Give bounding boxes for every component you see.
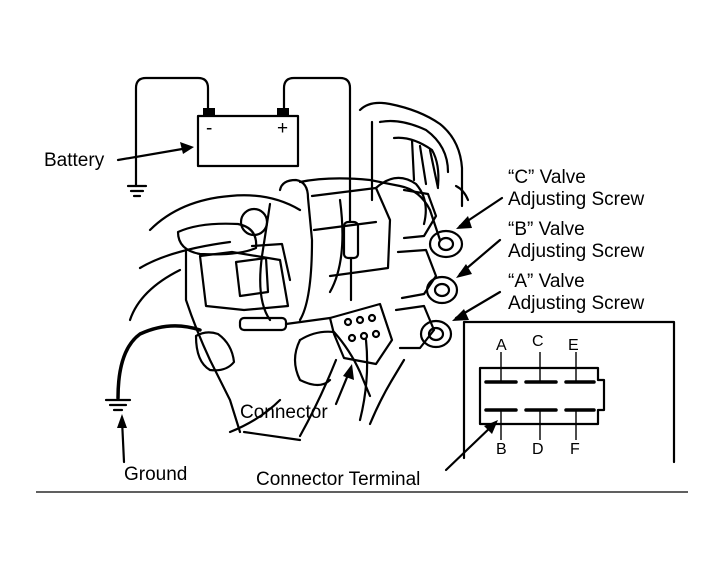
c-valve-label-line1: “C” Valve: [508, 167, 586, 188]
callout-arrows: [116, 142, 504, 472]
terminal-label-c: C: [532, 333, 544, 350]
terminal-label-b: B: [496, 441, 507, 458]
battery: [196, 108, 300, 168]
engine-illustration: [128, 101, 470, 442]
connector-label: Connector: [240, 402, 328, 423]
a-valve-label-line2: Adjusting Screw: [508, 293, 645, 314]
valve-adjusting-screws: [419, 229, 464, 349]
terminal-label-e: E: [568, 337, 579, 354]
b-valve-label-line1: “B” Valve: [508, 219, 585, 240]
battery-label: Battery: [44, 150, 105, 171]
ground-label: Ground: [124, 464, 187, 485]
engine-connector: [328, 302, 394, 366]
test-probe: [104, 220, 360, 412]
terminal-label-f: F: [570, 441, 580, 458]
terminal-inset: [462, 320, 676, 464]
battery-plus-sign: +: [277, 118, 288, 139]
terminal-label-a: A: [496, 337, 507, 354]
terminal-label-d: D: [532, 441, 544, 458]
b-valve-label-line2: Adjusting Screw: [508, 241, 645, 262]
connector-terminal-label: Connector Terminal: [256, 469, 420, 490]
a-valve-label-line1: “A” Valve: [508, 271, 585, 292]
battery-wiring: [126, 76, 352, 224]
battery-minus-sign: -: [206, 118, 212, 139]
c-valve-label-line2: Adjusting Screw: [508, 189, 645, 210]
